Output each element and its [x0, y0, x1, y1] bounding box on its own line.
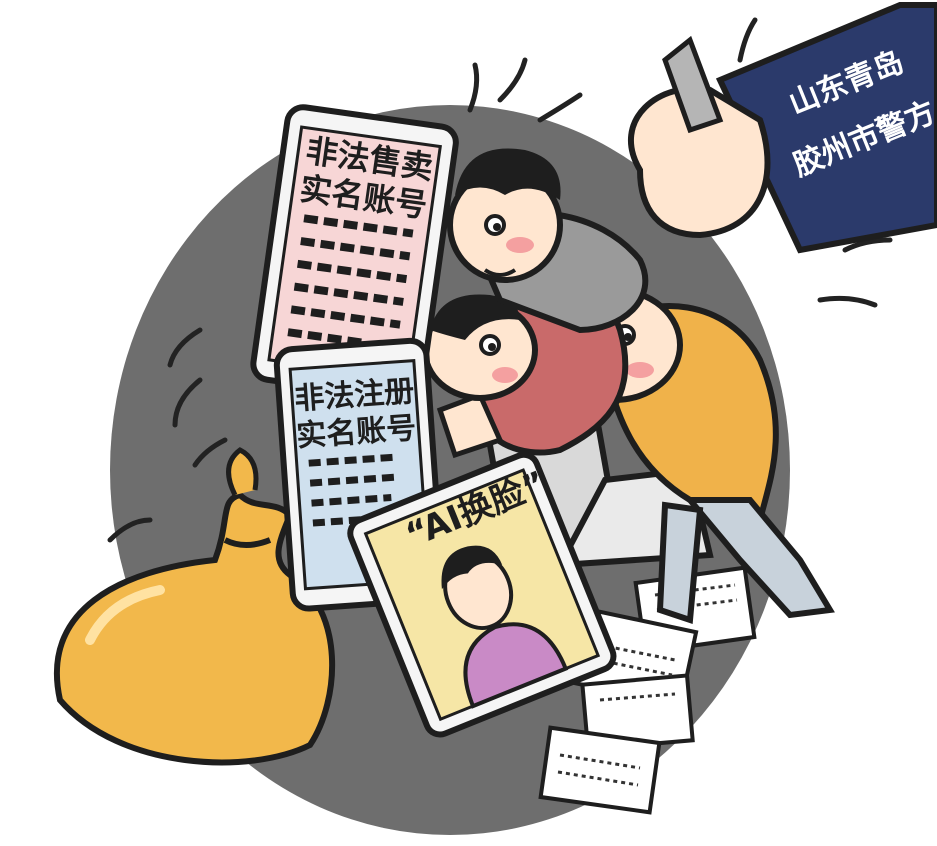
phone-top — [250, 104, 459, 403]
police-arm — [627, 2, 937, 254]
phone-middle-line1: 非法注册 — [293, 374, 415, 417]
money-bag — [53, 447, 336, 766]
tablet-ai-face — [347, 451, 617, 738]
person-grey-shirt — [447, 148, 649, 334]
phone-middle-line2: 实名账号 — [295, 411, 417, 454]
